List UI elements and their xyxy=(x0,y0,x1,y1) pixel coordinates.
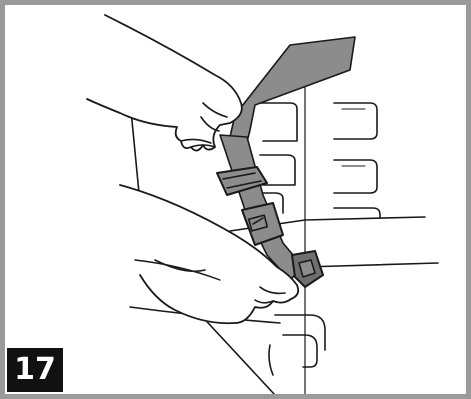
step-number: 17 xyxy=(14,352,56,387)
buckle-receiver xyxy=(291,250,324,288)
seat-belt-tongue xyxy=(241,202,284,246)
belt-adjuster xyxy=(216,166,268,196)
upper-hand xyxy=(86,14,243,152)
seat-belt-buckle-illustration xyxy=(86,14,439,394)
lower-hand xyxy=(119,184,300,325)
forearm-line xyxy=(134,259,221,281)
step-number-badge: 17 xyxy=(7,348,63,392)
